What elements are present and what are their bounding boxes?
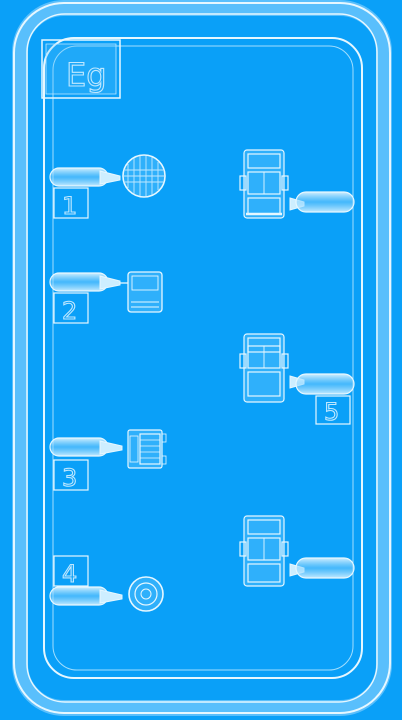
gate-runner xyxy=(289,373,355,395)
bracket-part xyxy=(239,515,289,587)
part-3: 3 xyxy=(49,429,167,493)
part-number-box xyxy=(53,459,89,491)
part-number-label: 2 xyxy=(62,297,77,325)
gate-runner xyxy=(49,167,121,187)
disc-part xyxy=(122,154,166,198)
part-2: 2 xyxy=(49,271,163,326)
sprue-runner-frame xyxy=(12,0,392,716)
part-5: 5 xyxy=(239,333,355,427)
sprue-code-tag: Eg xyxy=(41,39,121,99)
part-bracket-a xyxy=(239,149,355,219)
part-number-label: 5 xyxy=(324,398,339,426)
part-number-box xyxy=(53,292,89,324)
part-number-box xyxy=(53,187,89,219)
part-number-label: 3 xyxy=(62,464,77,492)
grille-part xyxy=(127,429,167,469)
gate-runner xyxy=(289,191,355,213)
part-4: 4 xyxy=(49,555,164,612)
sprue-code-label: Eg xyxy=(66,56,107,94)
part-number-box xyxy=(315,395,351,425)
part-bracket-c xyxy=(239,515,355,587)
ring-part xyxy=(128,576,164,612)
bracket-part xyxy=(239,333,289,403)
part-number-label: 1 xyxy=(62,192,77,220)
part-number-label: 4 xyxy=(62,560,77,588)
gate-runner xyxy=(49,586,123,606)
gate-runner xyxy=(289,557,355,579)
part-number-box xyxy=(53,555,89,587)
bracket-part xyxy=(239,149,289,219)
gate-runner xyxy=(49,437,123,457)
part-1: 1 xyxy=(49,154,166,221)
block-part xyxy=(120,271,163,313)
gate-runner xyxy=(49,272,121,292)
